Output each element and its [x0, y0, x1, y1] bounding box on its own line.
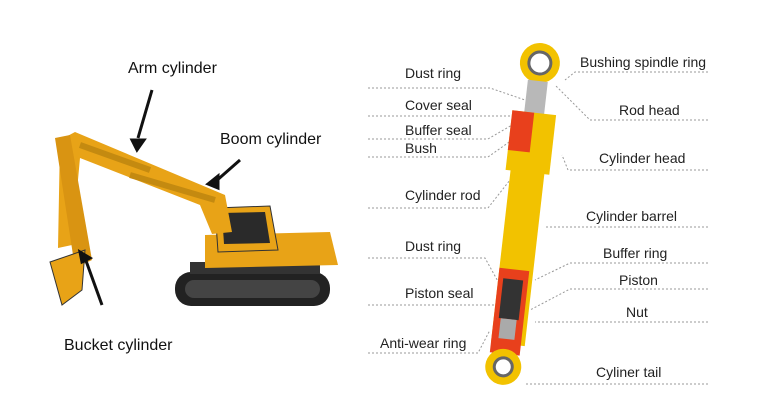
rod: [523, 79, 548, 122]
bucket: [49, 249, 86, 306]
label-cylinder-barrel: Cylinder barrel: [586, 208, 678, 224]
label-cover-seal: Cover seal: [405, 97, 472, 113]
label-piston: Piston: [619, 272, 658, 288]
label-cylinder-head: Cylinder head: [599, 150, 686, 166]
pointer-arrows: [77, 89, 241, 306]
label-bushing-spindle-ring: Bushing spindle ring: [580, 54, 707, 70]
label-arm-cylinder: Arm cylinder: [128, 60, 217, 77]
label-cylinder-tail: Cyliner tail: [596, 364, 662, 380]
label-buffer-seal: Buffer seal: [405, 122, 472, 138]
label-bush: Bush: [405, 140, 437, 156]
label-cylinder-rod: Cylinder rod: [405, 187, 481, 203]
label-dust-ring-bottom: Dust ring: [405, 238, 462, 254]
tracks: [175, 272, 330, 306]
leader-lines: [368, 71, 708, 385]
piston: [498, 278, 524, 321]
arm-cylinder-body: [78, 142, 152, 173]
label-buffer-ring: Buffer ring: [603, 245, 668, 261]
label-dust-ring-top: Dust ring: [405, 65, 462, 81]
arm: [55, 135, 92, 268]
nut: [498, 318, 517, 340]
cab-window: [222, 212, 270, 244]
hydraulic-cylinder: [485, 43, 560, 385]
label-piston-seal: Piston seal: [405, 285, 474, 301]
boom: [58, 132, 232, 248]
label-bucket-cylinder: Bucket cylinder: [64, 337, 173, 354]
excavator: [49, 89, 338, 306]
boom-cylinder-body: [129, 172, 216, 203]
label-boom-cylinder: Boom cylinder: [220, 131, 322, 148]
label-rod-head: Rod head: [619, 102, 680, 118]
label-nut: Nut: [626, 304, 648, 320]
label-anti-wear-ring: Anti-wear ring: [380, 335, 467, 351]
head-cutaway: [507, 110, 535, 153]
